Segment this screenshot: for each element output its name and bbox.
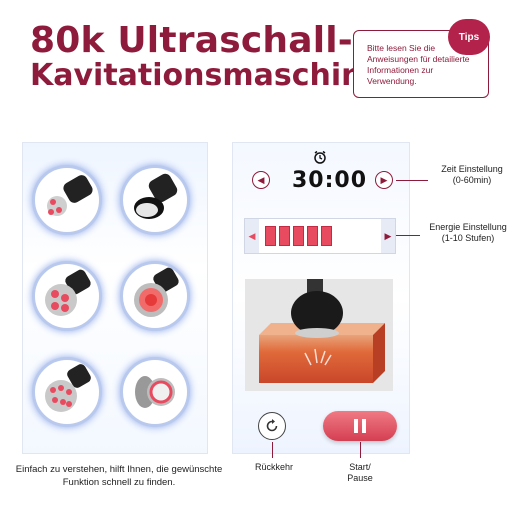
start-pointer-line — [360, 442, 361, 458]
refresh-icon — [266, 419, 278, 432]
back-pointer-line — [272, 442, 273, 458]
energy-bar: ◀ ▶ — [244, 218, 396, 254]
time-decrease-button[interactable]: ◀ — [252, 171, 270, 189]
energy-segment — [293, 226, 304, 246]
energy-segment — [265, 226, 276, 246]
timer-display: 30:00 — [292, 168, 368, 193]
energy-annotation: Energie Einstellung (1-10 Stufen) — [429, 222, 507, 243]
energy-decrease-button[interactable]: ◀ — [245, 219, 259, 253]
title-line-2: Kavitationsmaschine — [30, 57, 383, 93]
rf-multipolar-head-icon[interactable] — [32, 261, 102, 331]
ultrasound-head-icon[interactable] — [120, 165, 190, 235]
time-increase-button[interactable]: ▶ — [375, 171, 393, 189]
handpiece-panel — [22, 142, 208, 454]
start-pause-button[interactable] — [323, 411, 397, 441]
tips-badge: Tips — [448, 19, 490, 55]
rf-roller-head-icon[interactable] — [32, 357, 102, 427]
tips-text: Bitte lesen Sie die Anweisungen für deta… — [367, 43, 470, 86]
start-annotation: Start/ Pause — [347, 462, 373, 483]
title-line-1: 80k Ultraschall- — [30, 20, 353, 61]
energy-increase-button[interactable]: ▶ — [381, 219, 395, 253]
pause-icon-bar-right — [362, 419, 366, 433]
time-pointer-line — [396, 180, 428, 181]
time-annotation: Zeit Einstellung (0-60min) — [441, 164, 503, 185]
back-annotation: Rückkehr — [254, 462, 293, 472]
pause-icon-bar-left — [354, 419, 358, 433]
page-title: 80k Ultraschall- Kavitationsmaschine — [30, 22, 383, 91]
alarm-clock-icon — [313, 150, 327, 169]
left-caption: Einfach zu verstehen, hilft Ihnen, die g… — [15, 464, 223, 488]
energy-segment — [321, 226, 332, 246]
eye-rf-head-icon[interactable] — [120, 357, 190, 427]
energy-segment — [307, 226, 318, 246]
energy-segment — [279, 226, 290, 246]
cavitation-head-icon[interactable] — [32, 165, 102, 235]
treatment-image — [245, 279, 393, 391]
back-button[interactable] — [258, 412, 286, 440]
rf-ring-head-icon[interactable] — [120, 261, 190, 331]
energy-pointer-line — [396, 235, 420, 236]
